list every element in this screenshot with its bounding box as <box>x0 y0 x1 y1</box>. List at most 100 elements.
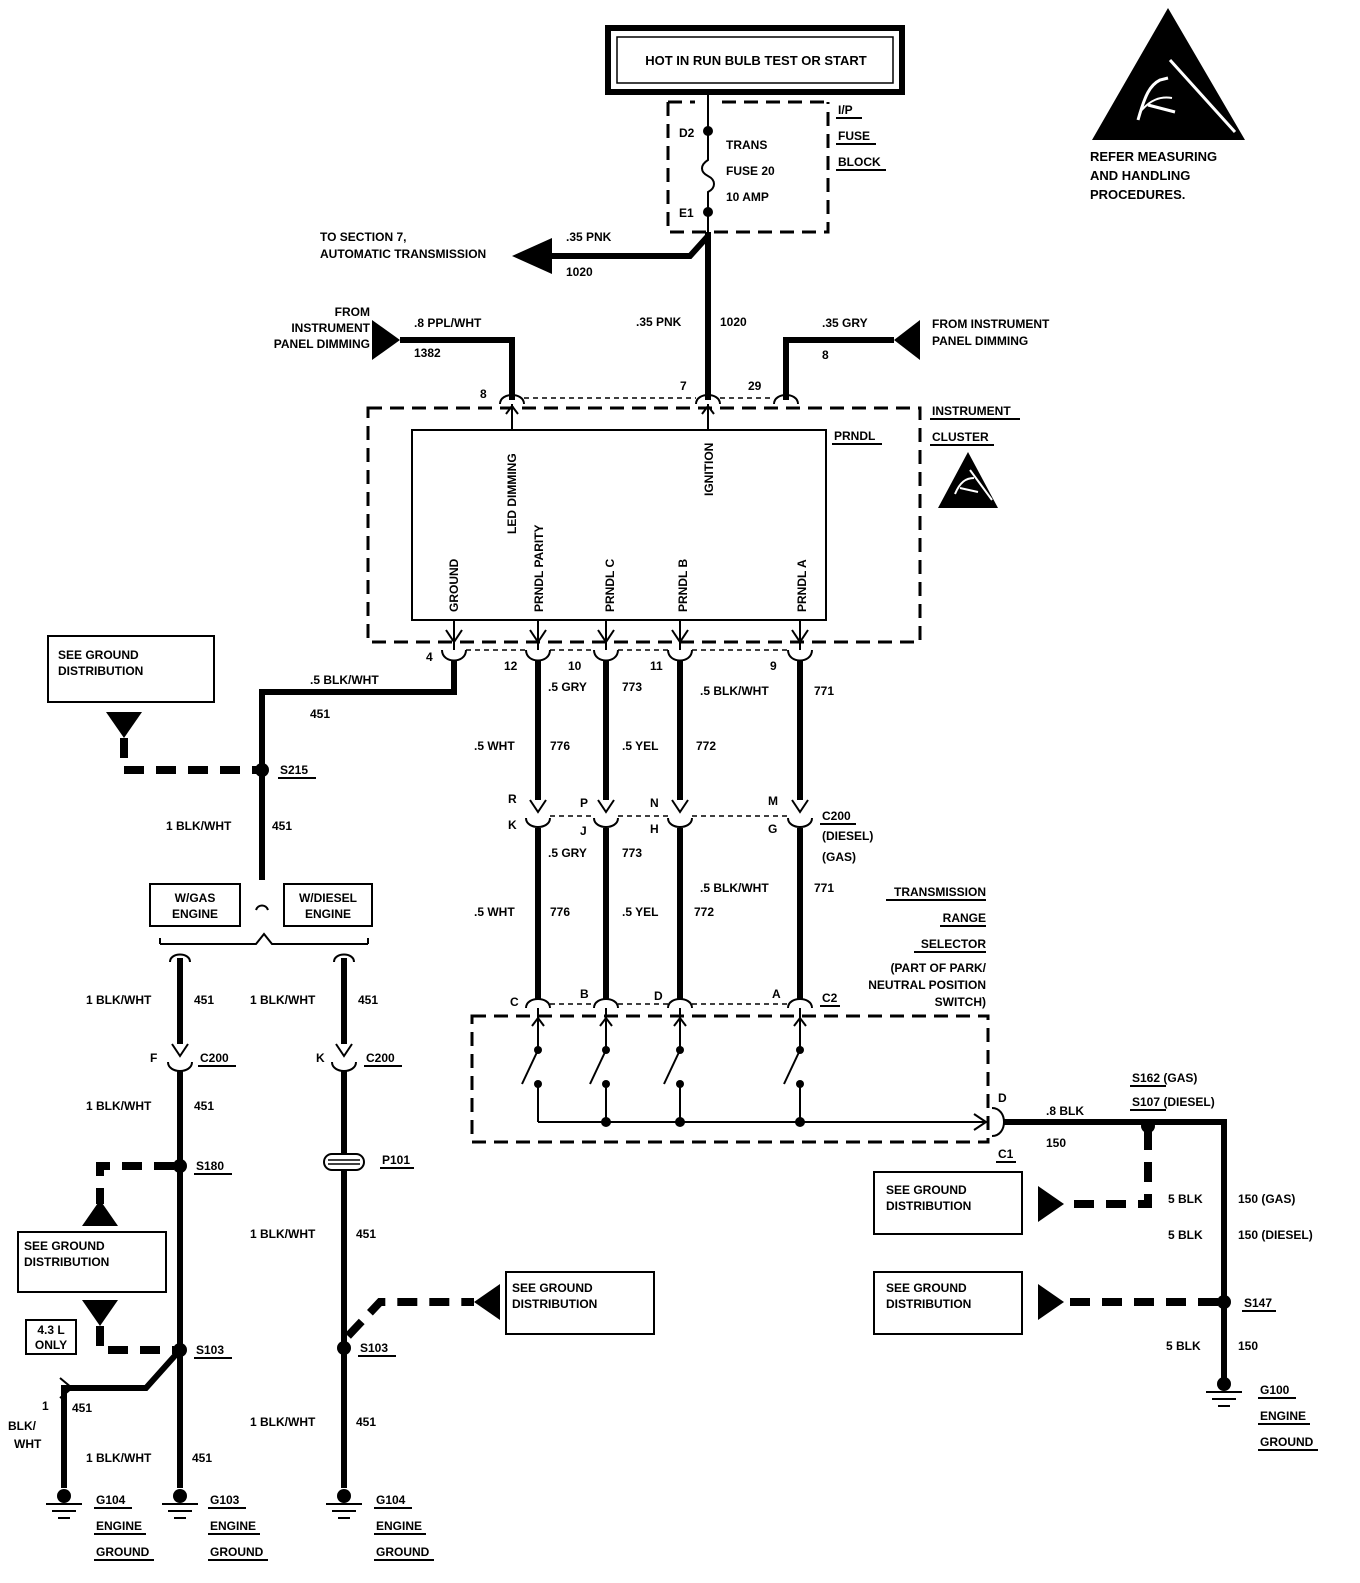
trs-title-6: SWITCH) <box>935 995 986 1009</box>
see-ground-box-left <box>17 1231 167 1293</box>
splice-s180-label: S180 <box>196 1159 224 1173</box>
g104-diesel-ground: GROUND <box>376 1545 430 1559</box>
see-ground-box-diesel <box>505 1271 655 1335</box>
cluster-pin-9: 9 <box>770 659 777 673</box>
trs-outline <box>470 1014 990 1144</box>
g104-gas-engine: ENGINE <box>96 1519 142 1533</box>
gas-43l-wire-1: BLK/ <box>8 1419 37 1433</box>
wire-8-gry <box>783 337 894 400</box>
g100-label: G100 <box>1260 1383 1290 1397</box>
section7-line1: TO SECTION 7, <box>320 230 406 244</box>
see-ground-right2-l2: DISTRIBUTION <box>886 1297 971 1311</box>
wire-773-size-lower: .5 GRY <box>548 846 587 860</box>
prndl-module <box>411 429 827 621</box>
c200-diesel: (DIESEL) <box>822 829 873 843</box>
wire-773-circuit-lower: 773 <box>622 846 642 860</box>
esd-note-line3: PROCEDURES. <box>1090 187 1185 202</box>
splice-s215 <box>255 763 269 777</box>
ignition-wire: .35 PNK <box>636 315 682 329</box>
g103-ground: GROUND <box>210 1545 264 1559</box>
c200-pin-p: P <box>580 796 588 810</box>
option-gas-l1: W/GAS <box>175 891 216 905</box>
cluster-pin-11: 11 <box>650 659 663 673</box>
gas-c200-label: C200 <box>200 1051 229 1065</box>
cluster-pin-12: 12 <box>504 659 518 673</box>
pin-prndl-a: PRNDL A <box>795 559 809 612</box>
diesel-wire-circuit-1: 451 <box>358 993 378 1007</box>
gas-wire-circuit-2: 451 <box>194 1099 214 1113</box>
wire-772-size-upper: .5 YEL <box>622 739 658 753</box>
diesel-c200-label: C200 <box>366 1051 395 1065</box>
option-43l-l1: 4.3 L <box>37 1323 64 1337</box>
arrow-ground-dist-diesel <box>474 1284 500 1320</box>
option-gas-l2: ENGINE <box>172 907 218 921</box>
esd-note-line1: REFER MEASURING <box>1090 149 1217 164</box>
see-ground-diesel-l2: DISTRIBUTION <box>512 1297 597 1311</box>
ground-symbol-g104-gas <box>46 1489 82 1519</box>
gas-wire-circuit-3: 451 <box>192 1451 212 1465</box>
wire-150-gas-size: 5 BLK <box>1168 1192 1203 1206</box>
pin-led-dimming: LED DIMMING <box>505 453 519 534</box>
wire-150-low-circuit: 150 <box>1238 1339 1258 1353</box>
splice-s103-diesel-label: S103 <box>360 1341 388 1355</box>
wire-451-size-top: .5 BLK/WHT <box>310 673 379 687</box>
gas-43l-wire-2: WHT <box>14 1437 42 1451</box>
wire-772-size-lower: .5 YEL <box>622 905 658 919</box>
option-bracket <box>160 932 368 945</box>
wire-771-circuit-lower: 771 <box>814 881 834 895</box>
dimming-right-circuit: 8 <box>822 348 829 362</box>
trs-title-2: RANGE <box>943 911 986 925</box>
splice-s180 <box>173 1159 187 1173</box>
dimming-right-line1: FROM INSTRUMENT <box>932 317 1050 331</box>
wire-150-low-size: 5 BLK <box>1166 1339 1201 1353</box>
arrow-dimming-left <box>372 320 400 360</box>
fuse-pin-e1: E1 <box>679 206 694 220</box>
splice-s103-diesel <box>337 1341 351 1355</box>
ground-dist-link-s180 <box>96 1162 174 1204</box>
dimming-left-line3: PANEL DIMMING <box>274 337 370 351</box>
trs-c2: C2 <box>822 991 838 1005</box>
wire-150-diesel-size: 5 BLK <box>1168 1228 1203 1242</box>
fuse-name: TRANS <box>726 138 767 152</box>
g104-diesel-label: G104 <box>376 1493 406 1507</box>
instrument-cluster-outline <box>366 406 922 644</box>
wire-772-circuit-upper: 772 <box>696 739 716 753</box>
gas-43l-num: 1 <box>42 1399 49 1413</box>
c200-pin-h: H <box>650 822 659 836</box>
pin-prndl-b: PRNDL B <box>676 559 690 612</box>
g104-gas-label: G104 <box>96 1493 126 1507</box>
diesel-wire-size-2: 1 BLK/WHT <box>250 1227 316 1241</box>
gas-c200-pin: F <box>150 1051 157 1065</box>
wire-451-43l <box>61 1347 183 1488</box>
cluster-title-2: CLUSTER <box>932 430 989 444</box>
splice-s103-gas-label: S103 <box>196 1343 224 1357</box>
fuse-block-title-1: I/P <box>838 103 853 117</box>
wire-776-size-lower: .5 WHT <box>474 905 515 919</box>
g104-gas-ground: GROUND <box>96 1545 150 1559</box>
gas-wire-size-3: 1 BLK/WHT <box>86 1451 152 1465</box>
dimming-left-circuit: 1382 <box>414 346 441 360</box>
trs-switches <box>521 1008 988 1131</box>
see-ground-right1-l1: SEE GROUND <box>886 1183 967 1197</box>
wire-771-circuit-upper: 771 <box>814 684 834 698</box>
dimming-right-line2: PANEL DIMMING <box>932 334 1028 348</box>
wire-776-circuit-upper: 776 <box>550 739 570 753</box>
wire-150-gas-circuit: 150 (GAS) <box>1238 1192 1295 1206</box>
trs-pin-c: C <box>510 995 519 1009</box>
ground-dist-link-1 <box>1064 1130 1152 1208</box>
trs-c1-connector <box>991 1107 1005 1137</box>
see-ground-top-l1: SEE GROUND <box>58 648 139 662</box>
p101-label: P101 <box>382 1153 410 1167</box>
trs-title-5: NEUTRAL POSITION <box>868 978 986 992</box>
arrow-ground-dist-2 <box>1038 1284 1064 1320</box>
fuse-rating: 10 AMP <box>726 190 769 204</box>
g103-label: G103 <box>210 1493 240 1507</box>
pin-prndl-c: PRNDL C <box>603 559 617 612</box>
ground-dist-link-diesel <box>345 1298 474 1339</box>
splice-s162-label: S162 (GAS) <box>1132 1071 1197 1085</box>
option-43l-l2: ONLY <box>35 1338 67 1352</box>
c200-pin-j: J <box>580 824 587 838</box>
see-ground-diesel-l1: SEE GROUND <box>512 1281 593 1295</box>
option-43l-box <box>25 1319 77 1355</box>
